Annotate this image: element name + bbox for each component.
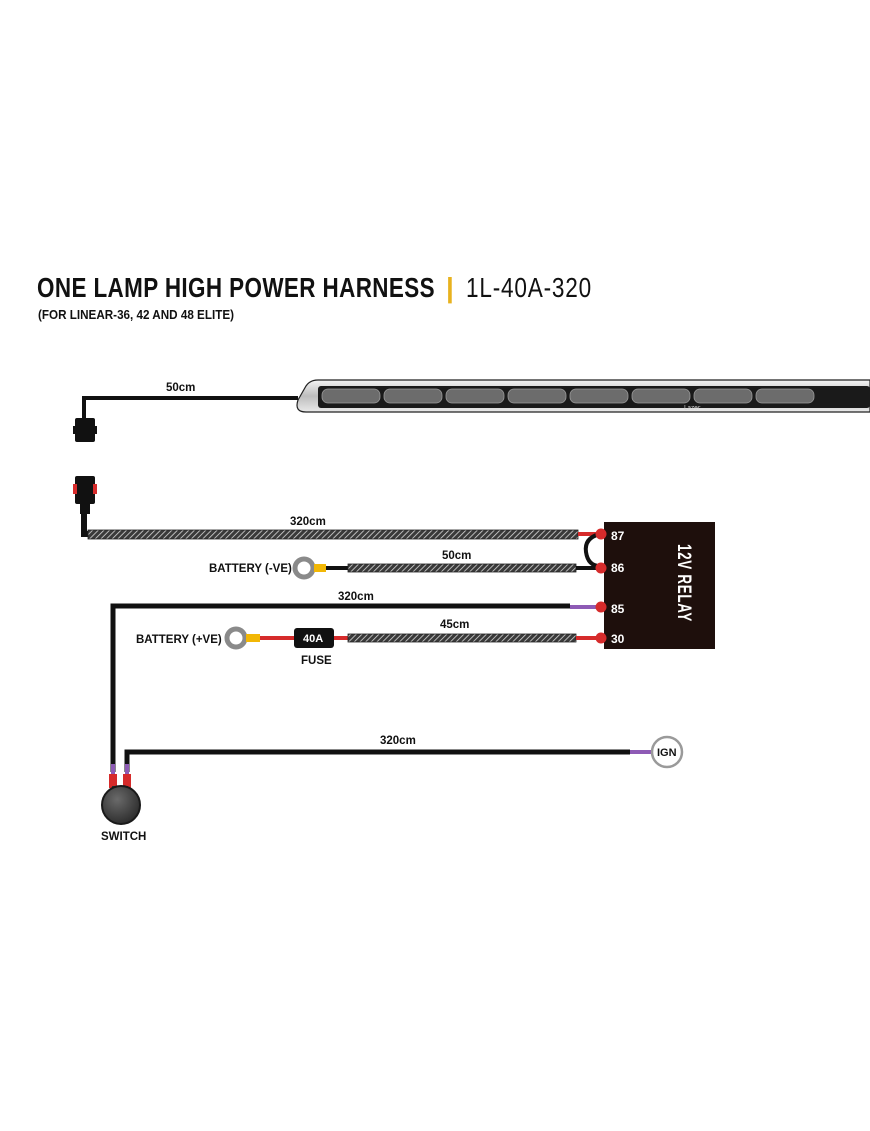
battery-positive-label: BATTERY (+VE) (136, 634, 222, 646)
lamp-lead-length-label: 50cm (166, 382, 195, 394)
pin-terminal (595, 528, 607, 540)
ignition-wire: IGN 320cm (124, 735, 684, 772)
led-segment (383, 388, 443, 404)
connector-lamp-side (73, 418, 97, 442)
switch-label: SWITCH (101, 831, 146, 843)
connector-harness-side (73, 476, 97, 514)
led-segment (445, 388, 505, 404)
relay-label: 12V RELAY (673, 544, 694, 622)
jumper-87-86 (583, 532, 601, 568)
ring-terminal-icon (224, 626, 248, 650)
wire-85-length-label: 320cm (338, 591, 374, 603)
led-segment (693, 388, 753, 404)
led-segment (631, 388, 691, 404)
relay-body (604, 522, 715, 649)
relay-pin-85: 85 (611, 602, 625, 616)
title-code: 1L-40A-320 (466, 272, 592, 303)
title-block: ONE LAMP HIGH POWER HARNESS | 1L-40A-320… (37, 272, 592, 322)
battery-negative-label: BATTERY (-VE) (209, 563, 292, 575)
pin-terminal (595, 601, 607, 613)
led-segment (755, 388, 815, 404)
title-separator: | (446, 272, 454, 303)
relay-pin-30: 30 (611, 632, 625, 646)
fuse-holder (294, 628, 334, 648)
light-bar: Lazer (296, 379, 870, 413)
ign-terminal-icon (650, 735, 684, 769)
ring-terminal-icon (292, 556, 316, 580)
ign-label: IGN (657, 747, 677, 759)
pin-terminal (595, 562, 607, 574)
battery-positive-lead: BATTERY (+VE) 40A FUSE 45cm (136, 619, 598, 667)
led-segment (569, 388, 629, 404)
switch: SWITCH (101, 764, 146, 843)
wire-to-pin-85: 320cm (110, 591, 598, 772)
title-main: ONE LAMP HIGH POWER HARNESS (37, 272, 435, 303)
fuse-rating: 40A (303, 633, 323, 645)
led-segments (321, 388, 815, 404)
ign-length-label: 320cm (380, 735, 416, 747)
wire-to-pin-87: 320cm (81, 512, 598, 540)
pin-terminal (595, 632, 607, 644)
switch-knob-icon (101, 785, 141, 825)
lamp-brand-logo: Lazer (684, 405, 701, 412)
relay-pin-86: 86 (611, 561, 625, 575)
led-segment (507, 388, 567, 404)
subtitle: (FOR LINEAR-36, 42 AND 48 ELITE) (38, 308, 234, 322)
lamp-lead-wire: 50cm (82, 382, 298, 418)
relay: 87 86 85 30 12V RELAY (595, 522, 715, 649)
led-segment (321, 388, 381, 404)
battery-positive-length-label: 45cm (440, 619, 469, 631)
battery-negative-length-label: 50cm (442, 550, 471, 562)
fuse-label: FUSE (301, 655, 332, 667)
battery-negative-lead: BATTERY (-VE) 50cm (209, 550, 598, 580)
wire-87-length-label: 320cm (290, 516, 326, 528)
relay-pin-87: 87 (611, 529, 625, 543)
